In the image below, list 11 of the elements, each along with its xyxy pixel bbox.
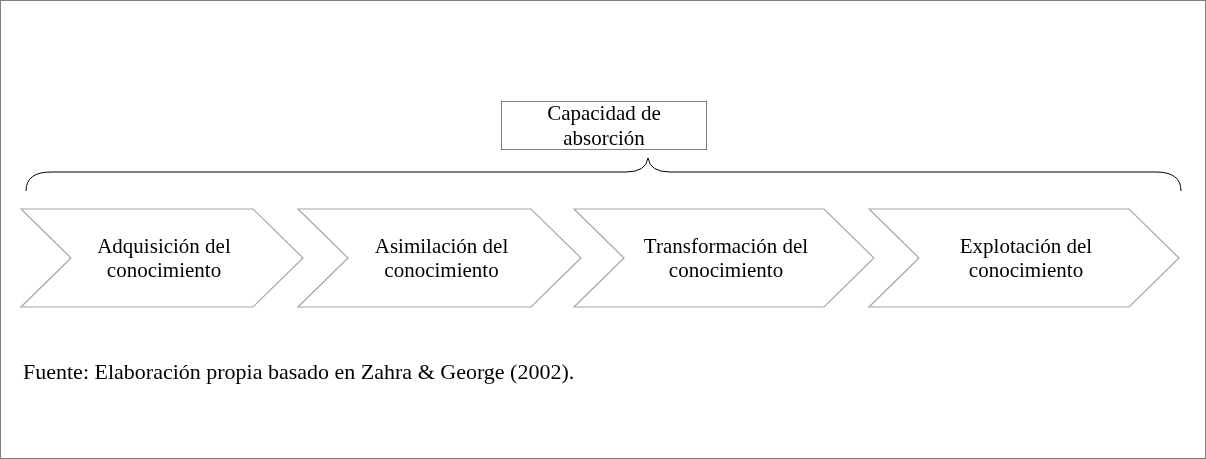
chevron-step	[298, 209, 581, 307]
chevron-step	[869, 209, 1179, 307]
step-label: Asimilación del conocimiento	[373, 233, 510, 283]
heading-box	[501, 101, 707, 150]
step-label: Transformación del conocimiento	[642, 233, 810, 283]
caption: Fuente: Elaboración propia basado en Zahra & George (2002).	[23, 359, 575, 385]
chevron-step	[574, 209, 874, 307]
step-label: Capacidad de absorción	[546, 101, 662, 150]
chevron-step	[21, 209, 303, 307]
step-label: Explotación del conocimiento	[958, 233, 1094, 283]
step-label: Adquisición del conocimiento	[96, 233, 232, 283]
